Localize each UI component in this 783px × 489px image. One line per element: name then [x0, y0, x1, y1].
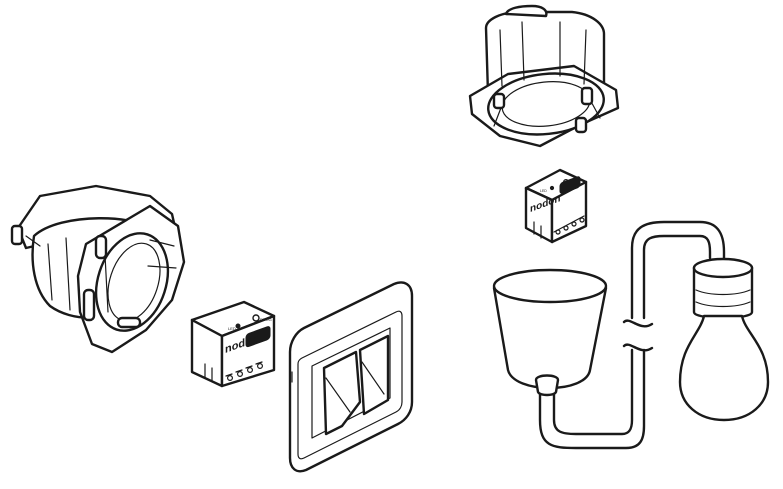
wall-switch — [288, 281, 414, 473]
pendant-cord — [534, 220, 726, 450]
ceiling-rose — [492, 268, 608, 390]
wall-box-left — [10, 184, 186, 354]
led-label-right: LED — [540, 189, 547, 193]
relay-module-right: LED PROG nodon — [524, 168, 588, 244]
prog-label: PROG — [260, 317, 272, 322]
light-bulb — [678, 257, 770, 422]
relay-module-left: LED PROG nodon — [190, 300, 276, 388]
led-label: LED — [228, 326, 236, 331]
ceiling-box — [468, 4, 620, 148]
